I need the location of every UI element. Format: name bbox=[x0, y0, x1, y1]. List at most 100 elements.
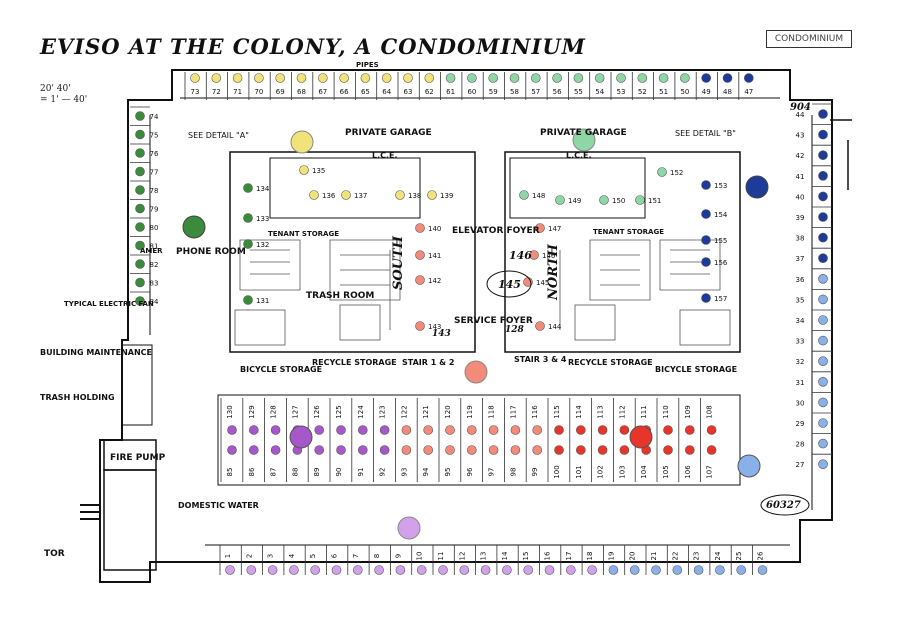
space-dot-27 bbox=[818, 459, 828, 470]
space-number-44: 44 bbox=[796, 111, 805, 119]
label-elevator-foyer: ELEVATOR FOYER bbox=[452, 226, 540, 236]
label-128: 128 bbox=[505, 325, 525, 335]
space-number-85: 85 bbox=[226, 468, 234, 477]
space-dot-117 bbox=[510, 425, 521, 435]
label-typical-fan: TYPICAL ELECTRIC FAN bbox=[64, 300, 154, 308]
space-dot-47 bbox=[743, 73, 754, 83]
space-dot-122 bbox=[401, 425, 412, 435]
space-dot-67 bbox=[317, 73, 328, 83]
space-dot-114 bbox=[575, 425, 586, 435]
space-number-6: 6 bbox=[331, 553, 339, 558]
space-dot-101 bbox=[575, 445, 586, 455]
space-dot-73 bbox=[190, 73, 200, 83]
space-number-68: 68 bbox=[297, 88, 306, 96]
inner-space-number-137: 137 bbox=[354, 192, 367, 200]
scale-line-2: = 1' — 40' bbox=[40, 95, 88, 105]
space-number-125: 125 bbox=[335, 405, 343, 418]
space-dot-26 bbox=[757, 565, 768, 575]
label-bicycle-storage-left: BICYCLE STORAGE bbox=[240, 365, 322, 374]
label-tenant-storage-right: TENANT STORAGE bbox=[593, 228, 664, 236]
space-dot-63 bbox=[403, 73, 413, 83]
space-dot-130 bbox=[227, 425, 237, 435]
inner-space-number-131: 131 bbox=[256, 297, 269, 305]
space-dot-35 bbox=[818, 294, 828, 305]
space-number-59: 59 bbox=[489, 88, 498, 96]
space-number-84: 84 bbox=[150, 298, 159, 306]
space-number-74: 74 bbox=[150, 113, 159, 121]
marker-salmon bbox=[464, 360, 488, 384]
scale-line-1: 20' 40' bbox=[40, 84, 71, 94]
circled-60327 bbox=[760, 494, 810, 516]
inner-space-number-142: 142 bbox=[428, 277, 441, 285]
space-number-114: 114 bbox=[575, 405, 583, 419]
inner-space-dot-151 bbox=[635, 195, 645, 205]
inner-space-number-138: 138 bbox=[408, 192, 421, 200]
space-number-28: 28 bbox=[796, 441, 805, 449]
space-dot-83 bbox=[135, 277, 145, 288]
space-number-25: 25 bbox=[735, 552, 743, 561]
space-dot-14 bbox=[502, 565, 512, 575]
space-number-34: 34 bbox=[796, 317, 805, 325]
space-dot-95 bbox=[445, 445, 455, 455]
space-number-27: 27 bbox=[796, 461, 805, 469]
inner-space-dot-136 bbox=[309, 190, 319, 200]
marker-lavender bbox=[397, 516, 421, 540]
label-service-foyer: SERVICE FOYER bbox=[454, 316, 533, 326]
label-60327: 60327 bbox=[766, 500, 801, 511]
space-dot-6 bbox=[331, 565, 342, 575]
space-number-121: 121 bbox=[422, 405, 430, 418]
space-dot-125 bbox=[336, 425, 346, 435]
space-dot-51 bbox=[658, 73, 669, 83]
space-number-91: 91 bbox=[357, 468, 365, 477]
label-recycle-storage-right: RECYCLE STORAGE bbox=[568, 358, 653, 367]
space-dot-38 bbox=[818, 232, 828, 243]
inner-space-number-154: 154 bbox=[714, 211, 728, 219]
inner-space-number-139: 139 bbox=[440, 192, 453, 200]
space-number-94: 94 bbox=[422, 467, 430, 476]
space-dot-103 bbox=[619, 445, 630, 455]
label-amer: AMER bbox=[140, 247, 163, 255]
inner-space-number-156: 156 bbox=[714, 259, 728, 267]
space-number-66: 66 bbox=[340, 88, 349, 96]
space-number-122: 122 bbox=[400, 405, 408, 418]
space-dot-68 bbox=[296, 73, 307, 83]
space-number-31: 31 bbox=[796, 379, 805, 387]
space-number-33: 33 bbox=[796, 338, 805, 346]
space-dot-61 bbox=[445, 73, 456, 83]
inner-space-dot-139 bbox=[427, 190, 437, 200]
inner-space-number-134: 134 bbox=[256, 185, 270, 193]
space-number-29: 29 bbox=[796, 420, 805, 428]
space-dot-20 bbox=[629, 565, 640, 575]
space-dot-43 bbox=[818, 129, 828, 140]
inner-space-number-135: 135 bbox=[312, 167, 325, 175]
inner-space-number-143: 143 bbox=[428, 323, 441, 331]
inner-space-number-149: 149 bbox=[568, 197, 581, 205]
space-number-19: 19 bbox=[607, 552, 615, 561]
space-dot-11 bbox=[438, 565, 448, 575]
space-number-39: 39 bbox=[796, 214, 805, 222]
space-dot-24 bbox=[715, 565, 725, 575]
space-number-13: 13 bbox=[480, 552, 488, 561]
label-trash-holding: TRASH HOLDING bbox=[40, 393, 115, 402]
inner-space-dot-156 bbox=[701, 257, 711, 267]
space-number-123: 123 bbox=[379, 405, 387, 418]
space-dot-55 bbox=[573, 73, 584, 83]
space-number-72: 72 bbox=[212, 88, 221, 96]
inner-space-dot-138 bbox=[395, 190, 405, 200]
space-number-102: 102 bbox=[597, 465, 605, 478]
space-number-51: 51 bbox=[659, 88, 668, 96]
space-dot-86 bbox=[249, 445, 259, 455]
space-number-117: 117 bbox=[509, 405, 517, 418]
space-dot-94 bbox=[423, 445, 434, 455]
inner-space-dot-137 bbox=[341, 190, 351, 200]
area-labels: PIPES SEE DETAIL "A" SEE DETAIL "B" PRIV… bbox=[40, 61, 811, 559]
outer-walls bbox=[80, 69, 852, 583]
inner-space-dot-148 bbox=[519, 190, 529, 200]
space-dot-58 bbox=[509, 73, 520, 83]
inner-space-number-146: 146 bbox=[542, 252, 556, 260]
space-dot-91 bbox=[357, 445, 368, 455]
space-dot-21 bbox=[651, 565, 661, 575]
space-dot-115 bbox=[554, 425, 564, 435]
space-dot-65 bbox=[360, 73, 371, 83]
